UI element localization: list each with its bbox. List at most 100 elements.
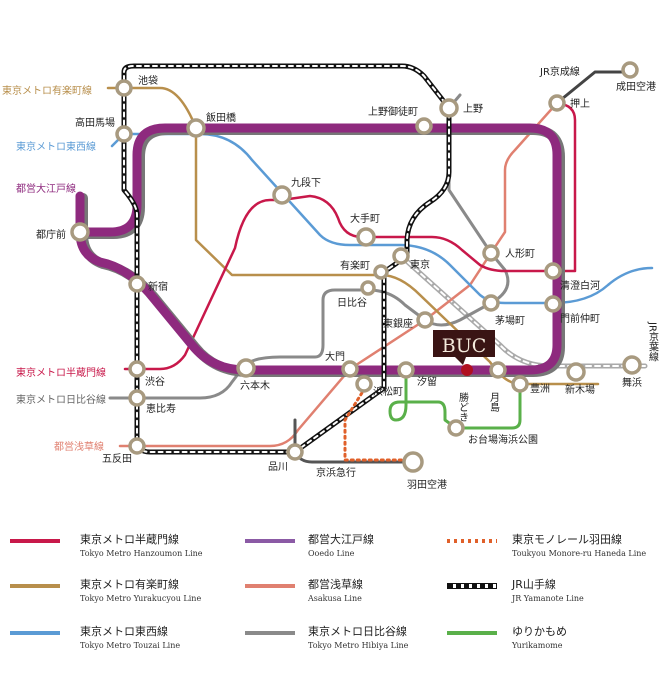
station-label: 上野 bbox=[463, 103, 483, 115]
station-label: 上野御徒町 bbox=[368, 105, 418, 118]
station-oshiage[interactable] bbox=[548, 94, 566, 112]
legend-swatch bbox=[10, 584, 60, 588]
station-label: 東銀座 bbox=[383, 317, 413, 330]
station-label: 汐留 bbox=[417, 375, 437, 388]
station-ningyocho[interactable] bbox=[482, 244, 500, 262]
station-label: 月島 bbox=[488, 392, 500, 413]
station-label: 成田空港 bbox=[616, 80, 656, 93]
station-takadanobaba[interactable] bbox=[115, 125, 133, 143]
station-ebisu[interactable] bbox=[128, 389, 146, 407]
station-kiyosumishirakawa[interactable] bbox=[544, 262, 562, 280]
line-label-keisei: JR京成線 bbox=[539, 65, 580, 78]
station-label: 東京 bbox=[410, 258, 430, 271]
station-label: 大門 bbox=[325, 350, 345, 363]
legend-label-en: Ooedo Line bbox=[308, 549, 355, 558]
legend-label-jp: JR山手線 bbox=[512, 578, 556, 591]
station-label: 人形町 bbox=[505, 248, 535, 260]
station-label: 羽田空港 bbox=[407, 478, 447, 491]
station-ikebukuro[interactable] bbox=[115, 79, 133, 97]
station-monzennakacho[interactable] bbox=[544, 295, 562, 313]
line-label-keikyu: 京浜急行 bbox=[316, 466, 356, 479]
line-oedo bbox=[75, 123, 562, 375]
station-label: 豊洲 bbox=[530, 382, 550, 395]
station-higashiginza[interactable] bbox=[416, 311, 434, 329]
station-ueno[interactable] bbox=[439, 98, 459, 118]
legend-swatch bbox=[245, 584, 295, 588]
legend-swatch bbox=[10, 539, 60, 543]
line-yurikamome bbox=[388, 368, 522, 430]
station-daimon[interactable] bbox=[341, 360, 359, 378]
legend-label-en: Tokyo Metro Yurakucyou Line bbox=[80, 594, 202, 603]
legend-label-en: Yurikamome bbox=[512, 641, 563, 650]
legend-label-en: Toukyou Monore-ru Haneda Line bbox=[512, 549, 647, 558]
station-label: お台場海浜公園 bbox=[468, 433, 538, 446]
station-shiodome[interactable] bbox=[397, 361, 415, 379]
legend-label-jp: ゆりかもめ bbox=[512, 625, 567, 638]
line-label-asakusa: 都営浅草線 bbox=[54, 440, 104, 453]
line-keisei bbox=[555, 70, 632, 105]
station-odaiba[interactable] bbox=[447, 419, 465, 437]
line-hanzomon bbox=[123, 101, 577, 371]
station-label: 池袋 bbox=[138, 74, 158, 87]
legend-label-jp: 東京モノレール羽田線 bbox=[512, 533, 622, 546]
station-label: 新宿 bbox=[148, 280, 168, 293]
legend-label-jp: 東京メトロ日比谷線 bbox=[308, 625, 407, 638]
station-iidabashi[interactable] bbox=[186, 118, 206, 138]
station-label: 清澄白河 bbox=[560, 279, 600, 292]
station-tsukishima[interactable] bbox=[489, 361, 507, 379]
station-label: 都庁前 bbox=[36, 228, 66, 241]
station-roppongi[interactable] bbox=[236, 358, 256, 378]
legend-item: 東京モノレール羽田線 Toukyou Monore-ru Haneda Line bbox=[447, 528, 662, 568]
legend-swatch bbox=[447, 583, 497, 589]
station-label: 恵比寿 bbox=[146, 402, 176, 415]
station-shinkiba[interactable] bbox=[566, 362, 586, 382]
station-narita[interactable] bbox=[621, 61, 639, 79]
station-label: 茅場町 bbox=[495, 314, 525, 327]
station-label: 六本木 bbox=[240, 379, 270, 392]
station-label: 飯田橋 bbox=[206, 111, 236, 124]
station-gotanda[interactable] bbox=[128, 437, 146, 455]
station-otemachi[interactable] bbox=[356, 227, 376, 247]
station-shinjuku[interactable] bbox=[128, 275, 146, 293]
station-hibiya[interactable] bbox=[360, 280, 376, 296]
legend-swatch bbox=[447, 539, 497, 543]
legend-label-jp: 都営浅草線 bbox=[308, 578, 363, 591]
station-uenookachimachi[interactable] bbox=[415, 117, 433, 135]
legend-swatch bbox=[245, 539, 295, 543]
station-label: 舞浜 bbox=[622, 377, 642, 389]
station-label: 五反田 bbox=[102, 453, 132, 465]
line-monorail bbox=[343, 386, 407, 462]
station-tokyo[interactable] bbox=[392, 247, 410, 265]
line-label-oedo: 都営大江戸線 bbox=[16, 182, 76, 195]
station-yurakucho[interactable] bbox=[373, 264, 389, 280]
station-label: 勝どき bbox=[457, 391, 469, 422]
legend-swatch bbox=[245, 631, 295, 635]
station-tochomae[interactable] bbox=[70, 222, 90, 242]
station-maihama[interactable] bbox=[622, 355, 642, 375]
station-haneda[interactable] bbox=[402, 451, 424, 473]
station-shinagawa[interactable] bbox=[286, 443, 304, 461]
station-kudanshita[interactable] bbox=[272, 185, 292, 205]
station-label: 大手町 bbox=[350, 212, 380, 225]
line-label-hibiya: 東京メトロ日比谷線 bbox=[16, 393, 106, 406]
legend-label-jp: 東京メトロ有楽町線 bbox=[80, 578, 179, 591]
line-label-keiyo: JR京葉線 bbox=[647, 321, 659, 362]
station-hamamatsucho[interactable] bbox=[355, 375, 373, 393]
station-shibuya[interactable] bbox=[128, 360, 146, 378]
station-label: 新木場 bbox=[565, 383, 595, 396]
legend-item: ゆりかもめ Yurikamome bbox=[447, 620, 662, 660]
buc-label: BUC bbox=[442, 335, 487, 357]
station-kayabacho[interactable] bbox=[482, 294, 500, 312]
station-label: 品川 bbox=[268, 461, 288, 473]
station-toyosu[interactable] bbox=[511, 375, 529, 393]
legend-label-en: Tokyo Metro Touzai Line bbox=[80, 641, 181, 650]
legend-item: 東京メトロ有楽町線 Tokyo Metro Yurakucyou Line bbox=[10, 573, 225, 613]
station-label: 門前仲町 bbox=[560, 312, 600, 325]
station-kachidoki[interactable] bbox=[461, 364, 473, 376]
station-label: 有楽町 bbox=[340, 259, 370, 272]
